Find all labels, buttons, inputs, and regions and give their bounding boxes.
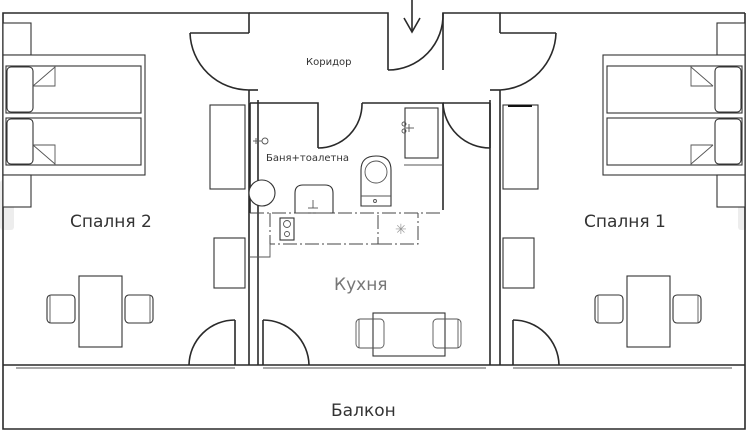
entrance-arrow-icon	[403, 0, 421, 34]
room-label-bedroom-2: Спалня 2	[70, 212, 152, 232]
bedroom-1-furniture	[502, 22, 746, 348]
room-label-balcony: Балкон	[331, 401, 396, 421]
room-label-bedroom-1: Спалня 1	[584, 212, 666, 232]
fridge-icon: ✳	[395, 222, 407, 238]
bathroom-fixtures	[248, 107, 443, 214]
doors	[188, 12, 560, 366]
kitchen-fixtures: ✳	[250, 213, 462, 357]
bedroom-2-furniture	[2, 22, 246, 348]
room-label-kitchen: Кухня	[334, 275, 388, 295]
room-label-corridor: Коридор	[306, 57, 351, 68]
room-label-bathroom: Баня+тоалетна	[266, 153, 349, 164]
